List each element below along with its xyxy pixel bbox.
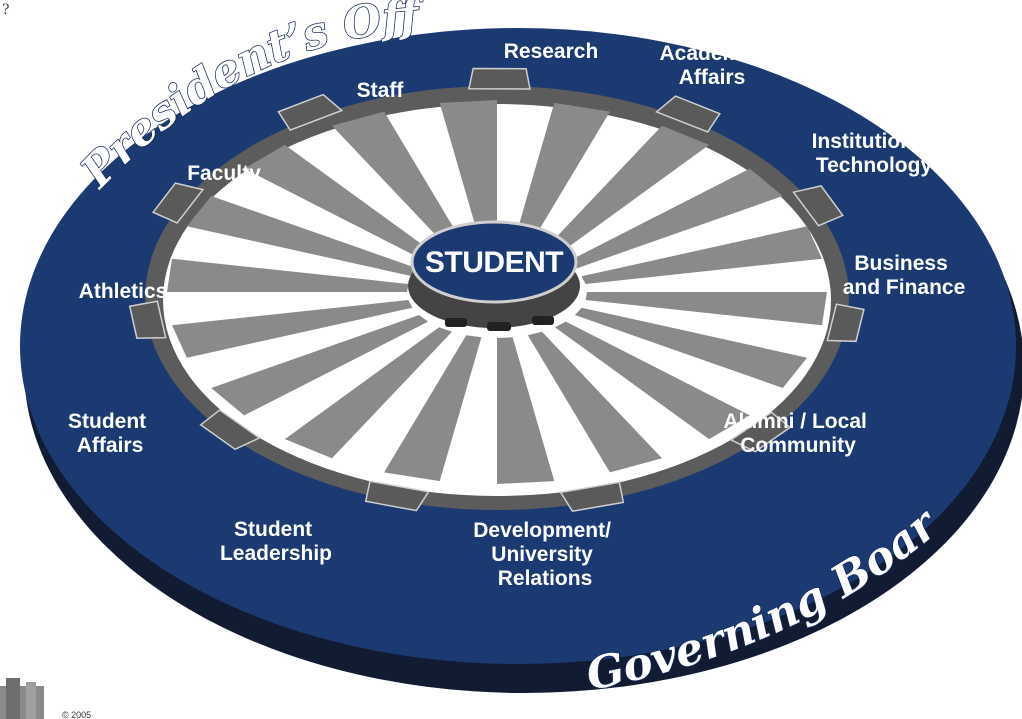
spoke xyxy=(554,321,750,440)
hub-label: STUDENT xyxy=(425,246,563,279)
gear-tooth xyxy=(151,182,205,224)
spoke xyxy=(384,335,482,482)
gear-tooth xyxy=(826,303,865,343)
gear-tooth xyxy=(655,95,721,133)
spoke xyxy=(244,144,440,263)
unit-labels: Faculty Staff Research Academic Affairs … xyxy=(68,40,965,590)
label-staff: Staff xyxy=(357,79,405,102)
spoke xyxy=(565,168,783,269)
hub-face xyxy=(410,220,578,304)
spoke xyxy=(211,315,429,416)
spoke xyxy=(585,292,827,326)
spoke xyxy=(512,102,610,249)
copyright-text: © 2005 xyxy=(62,710,91,719)
hub-slot xyxy=(487,322,511,331)
gear-tooth xyxy=(729,411,792,453)
label-student-affairs: Student Affairs xyxy=(68,410,152,457)
spoke xyxy=(186,196,420,277)
hub-slot xyxy=(532,316,554,325)
spoke xyxy=(332,111,467,253)
spoke xyxy=(581,226,822,284)
label-development-relations: Development/ University Relations xyxy=(473,519,617,590)
spoke xyxy=(497,337,555,484)
spoke xyxy=(439,100,497,247)
spoke xyxy=(167,258,409,292)
label-faculty: Faculty xyxy=(187,162,261,185)
label-business-finance: Business and Finance xyxy=(843,252,966,299)
spokes xyxy=(167,100,827,484)
spoke xyxy=(284,327,452,459)
label-institutional-technology: Institutional Technology xyxy=(812,130,937,177)
gear-tooth xyxy=(277,93,344,132)
label-athletics: Athletics xyxy=(79,280,168,303)
label-academic-affairs: Academic Affairs xyxy=(659,42,764,89)
gear-tooth xyxy=(467,67,531,90)
gear-tooth xyxy=(364,480,430,512)
hub-slot xyxy=(445,318,467,327)
spoke xyxy=(542,125,710,257)
gear-tooth xyxy=(128,300,167,339)
logo-mark xyxy=(0,678,44,719)
spoke xyxy=(527,331,662,473)
gear-tooth xyxy=(559,481,625,513)
gear-tooth xyxy=(199,409,261,451)
gear-teeth xyxy=(128,67,865,513)
corner-mark: ? xyxy=(2,2,10,18)
label-research: Research xyxy=(504,40,599,63)
student-hub: STUDENT xyxy=(408,220,580,331)
spoke xyxy=(172,300,413,358)
gear-tooth xyxy=(792,185,844,227)
label-student-leadership: Student Leadership xyxy=(220,518,332,565)
spoke xyxy=(574,307,808,388)
label-alumni-community: Alumni / Local Community xyxy=(723,410,872,457)
